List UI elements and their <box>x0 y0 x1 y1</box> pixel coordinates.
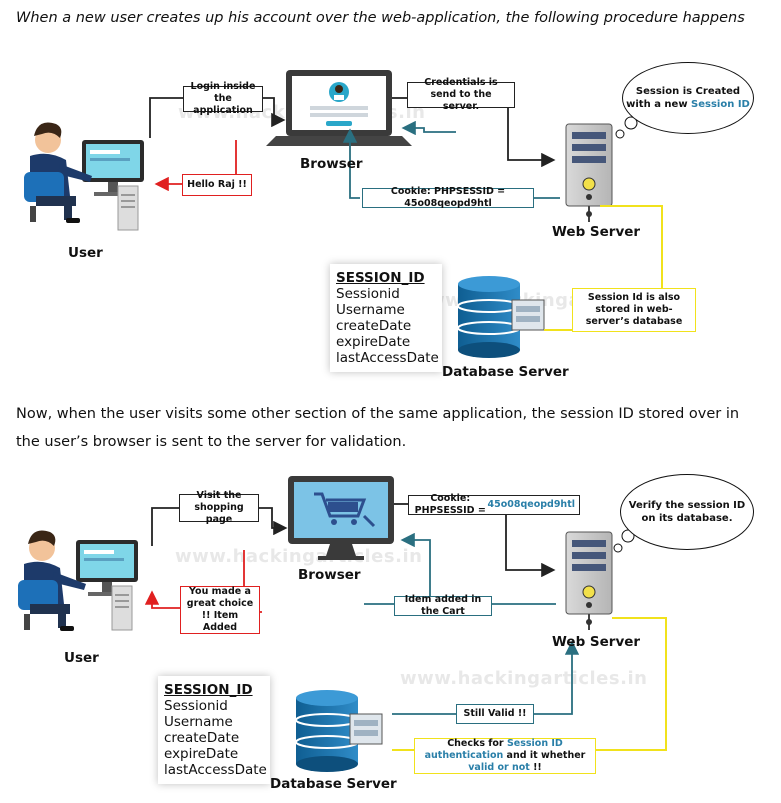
session-title: SESSION_ID <box>336 270 425 286</box>
browser-monitor-icon <box>266 70 412 146</box>
browser-label: Browser <box>300 156 363 172</box>
hello-box: Hello Raj !! <box>182 174 252 196</box>
session-field: expireDate <box>336 334 411 350</box>
user-label: User <box>68 245 103 261</box>
session-field: lastAccessDate <box>164 762 267 778</box>
user-label: User <box>64 650 99 666</box>
session-field: expireDate <box>164 746 239 762</box>
cookie-box: Cookie: PHPSESSID = 45o08qeopd9htl <box>362 186 534 209</box>
cloud-text-highlight: Session ID <box>691 99 750 110</box>
browser-monitor-icon <box>288 476 394 560</box>
database-label: Database Server <box>442 364 569 380</box>
check-highlight: valid or not <box>468 762 530 773</box>
watermark: www.hackingarticles.in <box>400 668 648 689</box>
intro-text: When a new user creates up his account o… <box>16 10 745 26</box>
credentials-box: Credentials is send to the server. <box>407 77 515 112</box>
check-text: Checks for <box>447 738 507 749</box>
session-field: Username <box>336 302 405 318</box>
session-title: SESSION_ID <box>164 682 253 698</box>
login-box: Login inside the application <box>183 81 263 116</box>
cookie-box: Cookie: PHPSESSID = 45o08qeopd9htl <box>408 493 580 516</box>
choice-box: You made a great choice !! Item Added <box>180 586 260 634</box>
session-created-cloud: Session is Created with a new Session ID <box>622 62 754 134</box>
database-icon <box>457 276 545 358</box>
check-box: Checks for Session ID authentication and… <box>414 738 596 774</box>
database-label: Database Server <box>270 776 397 792</box>
session-id-card: SESSION_ID Sessionid Username createDate… <box>158 676 270 784</box>
session-field: Sessionid <box>164 698 228 714</box>
cookie-text: Cookie: PHPSESSID = <box>414 493 486 516</box>
transition-text: Now, when the user visits some other sec… <box>16 400 776 456</box>
transition-text-line2: the user’s browser is sent to the server… <box>16 434 407 450</box>
database-icon <box>295 690 383 772</box>
visit-box: Visit the shopping page <box>179 490 259 525</box>
web-server-icon <box>565 123 613 222</box>
transition-text-line1: Now, when the user visits some other sec… <box>16 406 740 422</box>
session-field: createDate <box>164 730 240 746</box>
idem-box: Idem added in the Cart <box>394 594 492 617</box>
session-field: lastAccessDate <box>336 350 439 366</box>
still-valid-box: Still Valid !! <box>456 704 534 724</box>
user-icon <box>18 530 138 631</box>
check-text: !! <box>529 762 542 773</box>
webserver-label: Web Server <box>552 224 641 240</box>
session-field: Sessionid <box>336 286 400 302</box>
cookie-value: 45o08qeopd9htl <box>487 499 575 510</box>
browser-label: Browser <box>298 567 361 583</box>
session-field: createDate <box>336 318 412 334</box>
webserver-label: Web Server <box>552 634 641 650</box>
cloud-text: Session is Created with a new <box>626 86 741 110</box>
web-server-icon <box>565 531 613 630</box>
user-icon <box>24 122 144 231</box>
check-text: and it whether <box>503 750 586 761</box>
watermark: www.hackingarticles.in <box>175 546 423 567</box>
verify-cloud: Verify the session ID on its database. <box>620 474 754 550</box>
session-field: Username <box>164 714 233 730</box>
db-note-box: Session Id is also stored in web-server’… <box>572 288 696 332</box>
session-id-card: SESSION_ID Sessionid Username createDate… <box>330 264 442 372</box>
check-highlight: Session ID authentication <box>424 738 563 761</box>
